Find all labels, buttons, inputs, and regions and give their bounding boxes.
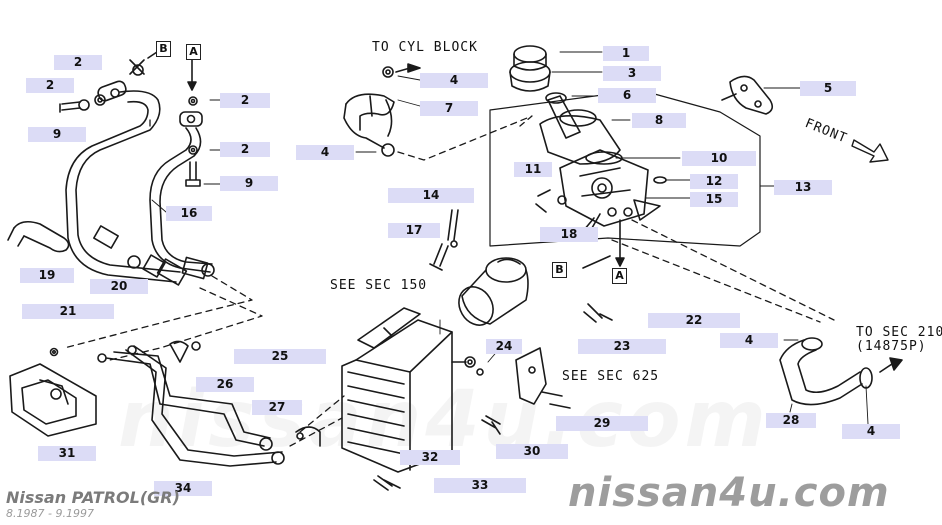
callout-15[interactable]: 15 (690, 192, 738, 207)
callout-16[interactable]: 16 (166, 206, 212, 221)
hose-clamp-19 (7, 220, 70, 253)
callout-31[interactable]: 31 (38, 446, 96, 461)
callout-19[interactable]: 19 (20, 268, 74, 283)
leader-lines (151, 51, 869, 425)
model-date-range: 8.1987 - 9.1997 (6, 507, 94, 520)
callout-11[interactable]: 11 (514, 162, 552, 177)
bracket-29 (515, 347, 571, 409)
lower-pipe-assembly (97, 340, 321, 467)
callout-13[interactable]: 13 (774, 180, 832, 195)
note-see-sec-150: SEE SEC 150 (330, 278, 428, 293)
callout-12[interactable]: 12 (690, 174, 738, 189)
callout-3[interactable]: 3 (603, 66, 661, 81)
callout-17[interactable]: 17 (388, 223, 440, 238)
callout-34[interactable]: 34 (154, 481, 212, 496)
note-part-number: (14875P) (856, 339, 927, 354)
mounting-bracket-31 (9, 347, 97, 437)
callout-4-right[interactable]: 4 (720, 333, 778, 348)
bolts-lower (373, 415, 501, 491)
outlet-hose-28 (779, 337, 903, 406)
callout-25[interactable]: 25 (234, 349, 326, 364)
callout-2-a[interactable]: 2 (54, 55, 102, 70)
oil-cooler (341, 307, 484, 473)
callout-2-c[interactable]: 2 (220, 93, 270, 108)
callout-10[interactable]: 10 (682, 151, 756, 166)
callout-27[interactable]: 27 (252, 400, 302, 415)
callout-33[interactable]: 33 (434, 478, 526, 493)
note-see-sec-625: SEE SEC 625 (562, 369, 660, 384)
callout-29[interactable]: 29 (556, 416, 648, 431)
callout-24[interactable]: 24 (486, 339, 522, 354)
callout-4-bottom[interactable]: 4 (842, 424, 900, 439)
ref-box-b-top: B (156, 41, 171, 57)
callout-6[interactable]: 6 (598, 88, 656, 103)
callout-9-b[interactable]: 9 (220, 176, 278, 191)
model-title: Nissan PATROL(GR) (6, 488, 180, 507)
connector-hose-7 (343, 63, 421, 157)
callout-30[interactable]: 30 (496, 444, 568, 459)
callout-23[interactable]: 23 (578, 339, 666, 354)
note-to-cyl-block: TO CYL BLOCK (372, 40, 478, 55)
ref-box-b-mid: B (552, 262, 567, 278)
callout-20[interactable]: 20 (90, 279, 148, 294)
callout-1[interactable]: 1 (603, 46, 649, 61)
brand-logo-text: nissan4u.com (568, 470, 890, 516)
bolt-17 (429, 209, 459, 271)
reference-arrows (147, 49, 625, 323)
oil-filter (458, 257, 529, 326)
callout-28[interactable]: 28 (766, 413, 816, 428)
callout-8[interactable]: 8 (632, 113, 686, 128)
callout-9-a[interactable]: 9 (28, 127, 86, 142)
callout-2-b[interactable]: 2 (26, 78, 74, 93)
callout-32[interactable]: 32 (400, 450, 460, 465)
callout-14[interactable]: 14 (388, 188, 474, 203)
callout-26[interactable]: 26 (196, 377, 254, 392)
callout-7[interactable]: 7 (420, 101, 478, 116)
callout-2-d[interactable]: 2 (220, 142, 270, 157)
front-arrow (851, 139, 889, 163)
callout-18[interactable]: 18 (540, 227, 598, 242)
ref-box-a-top: A (186, 44, 201, 60)
hose-assembly-left (65, 80, 215, 286)
bracket-5 (721, 75, 774, 115)
callout-4-top[interactable]: 4 (420, 73, 488, 88)
ref-box-a-mid: A (612, 268, 627, 284)
note-to-sec-210: TO SEC 210 (856, 325, 942, 340)
callout-22[interactable]: 22 (648, 313, 740, 328)
callout-4-left[interactable]: 4 (296, 145, 354, 160)
callout-21[interactable]: 21 (22, 304, 114, 319)
callout-5[interactable]: 5 (800, 81, 856, 96)
bolts-washers-upper (59, 57, 201, 187)
